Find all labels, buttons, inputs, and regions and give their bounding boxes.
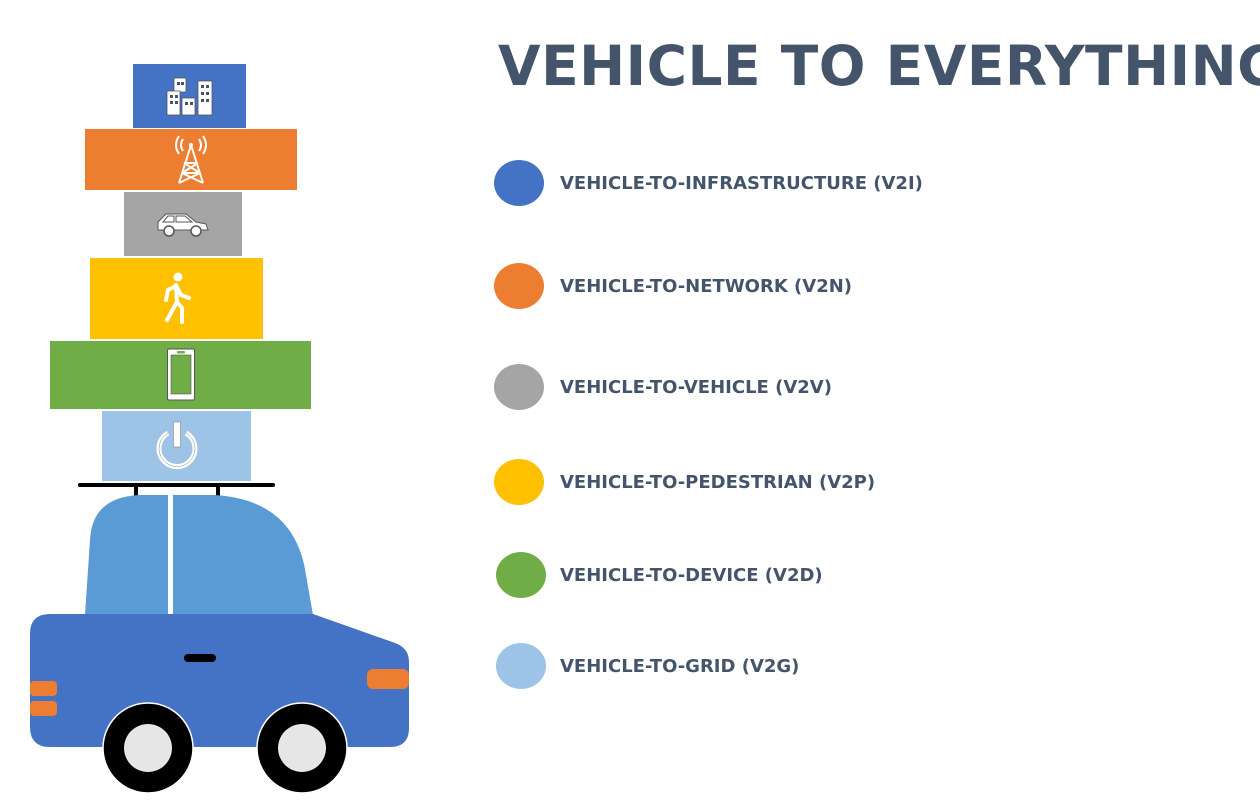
legend-label: VEHICLE-TO-PEDESTRIAN (V2P) [560, 471, 876, 493]
wheel [102, 702, 194, 794]
page-title: VEHICLE TO EVERYTHING [498, 34, 1260, 98]
pedestrian-icon [163, 272, 191, 324]
v2g-block [102, 411, 251, 481]
gray-dot [494, 364, 544, 410]
car-body [30, 614, 409, 747]
car-illustration [30, 483, 409, 794]
v2i-block [133, 64, 246, 128]
v2p-block [90, 258, 263, 339]
legend-item-v2i: VEHICLE-TO-INFRASTRUCTURE (V2I) [494, 160, 923, 206]
legend-label: VEHICLE-TO-DEVICE (V2D) [560, 564, 823, 586]
green-dot [496, 552, 546, 598]
legend-label: VEHICLE-TO-INFRASTRUCTURE (V2I) [560, 172, 923, 194]
smartphone-icon [166, 348, 195, 401]
cell-tower-icon [175, 134, 207, 184]
legend-item-v2d: VEHICLE-TO-DEVICE (V2D) [494, 552, 823, 598]
buildings-icon [166, 77, 212, 116]
legend-item-v2g: VEHICLE-TO-GRID (V2G) [494, 643, 799, 689]
rear-light [30, 701, 57, 716]
roof-rack [78, 483, 275, 497]
v2v-block [124, 192, 242, 256]
v2d-block [50, 341, 311, 409]
blue-dot [494, 160, 544, 206]
car-pillar [168, 495, 173, 615]
light-blue-dot [496, 643, 546, 689]
legend-label: VEHICLE-TO-VEHICLE (V2V) [560, 376, 832, 398]
legend-item-v2p: VEHICLE-TO-PEDESTRIAN (V2P) [494, 459, 875, 505]
rear-light [30, 681, 57, 696]
yellow-dot [494, 459, 544, 505]
legend-label: VEHICLE-TO-NETWORK (V2N) [560, 275, 853, 297]
legend-item-v2v: VEHICLE-TO-VEHICLE (V2V) [494, 364, 832, 410]
car-cabin [85, 495, 313, 615]
car-icon [157, 213, 209, 237]
headlight [367, 669, 409, 689]
legend-label: VEHICLE-TO-GRID (V2G) [560, 655, 800, 677]
wheel [256, 702, 348, 794]
power-icon [156, 421, 197, 470]
door-handle [184, 654, 216, 662]
orange-dot [494, 263, 544, 309]
v2n-block [85, 129, 297, 190]
legend-item-v2n: VEHICLE-TO-NETWORK (V2N) [494, 263, 852, 309]
